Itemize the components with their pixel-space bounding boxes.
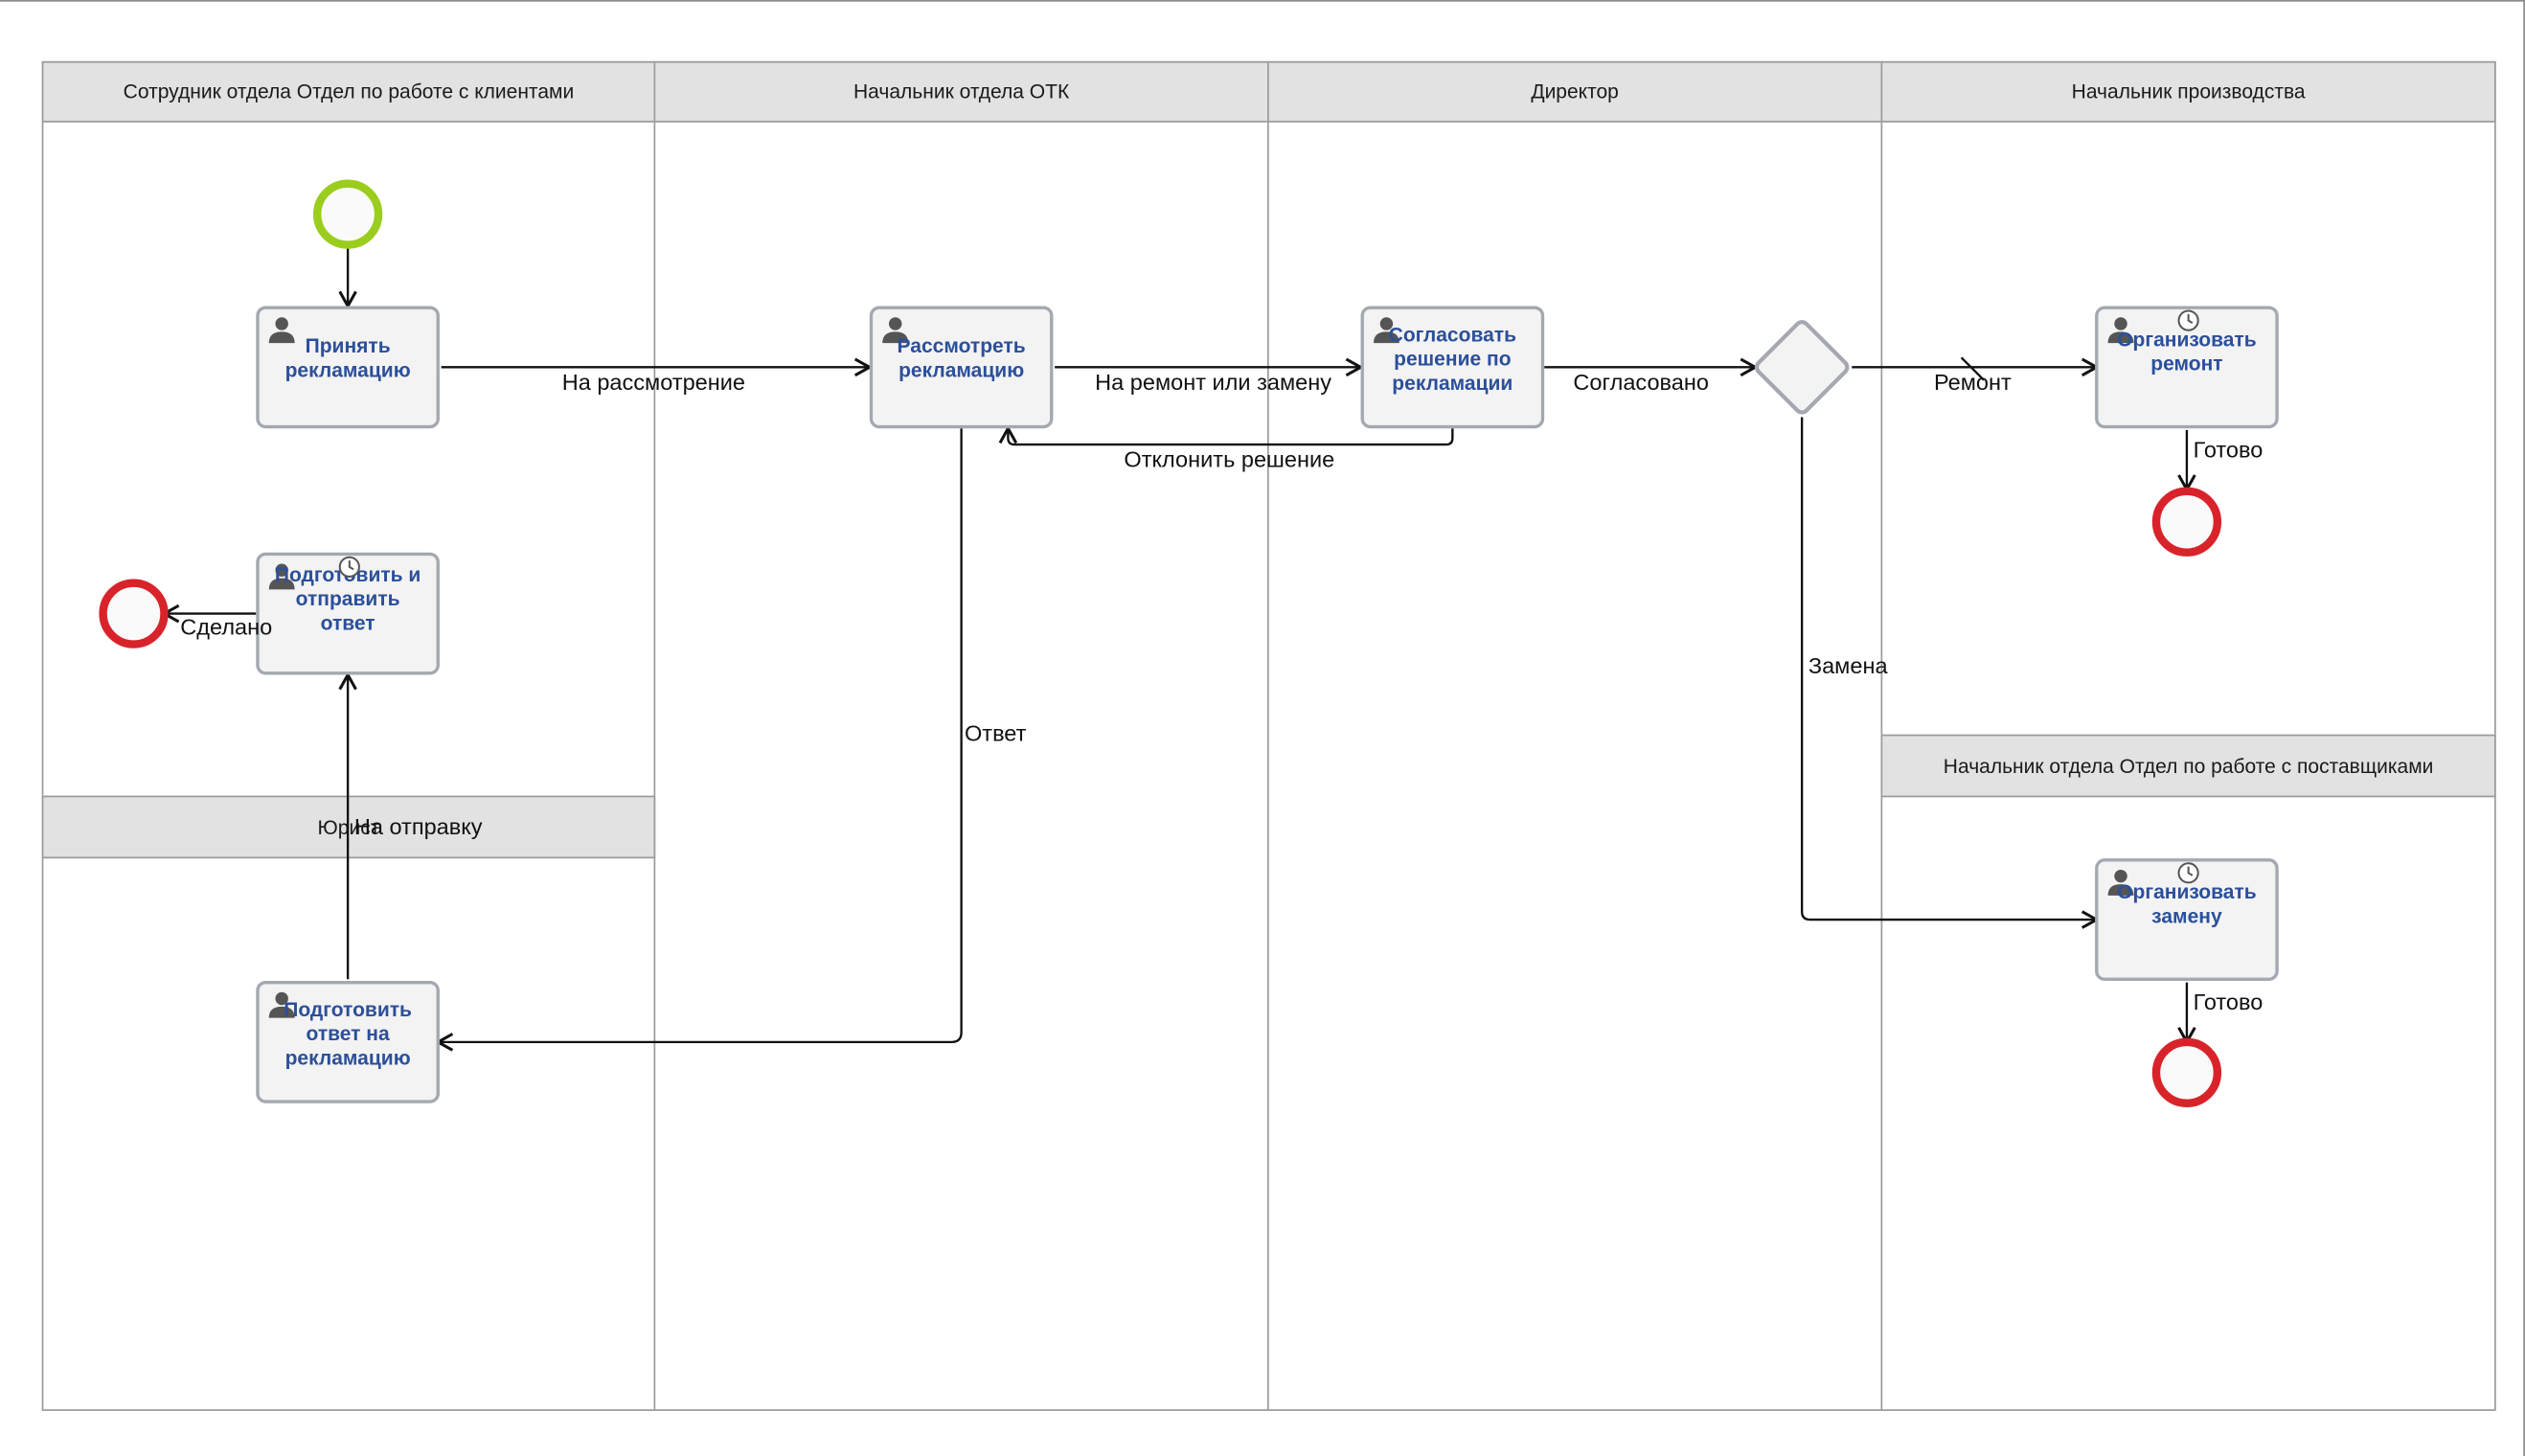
timer-icon xyxy=(2177,862,2199,884)
lane-header-suppliers-head: Начальник отдела Отдел по работе с поста… xyxy=(1880,734,2496,798)
task-label: Принять рекламацию xyxy=(284,334,411,382)
flow-label-replacement: Замена xyxy=(1808,651,1888,678)
user-icon xyxy=(2107,869,2134,896)
task-label: Подготовить ответ на рекламацию xyxy=(284,997,412,1069)
lane-title: Начальник отдела ОТК xyxy=(853,80,1070,103)
task-organize-replacement[interactable]: Организовать замену xyxy=(2095,858,2279,981)
flow-label-done-repair: Готово xyxy=(2193,436,2263,463)
task-organize-repair[interactable]: Организовать ремонт xyxy=(2095,306,2279,429)
task-accept-claim[interactable]: Принять рекламацию xyxy=(256,306,440,429)
task-label: Рассмотреть рекламацию xyxy=(897,334,1026,382)
timer-icon xyxy=(338,556,360,578)
flow-review-to-prepare[interactable] xyxy=(435,428,963,1052)
task-review-claim[interactable]: Рассмотреть рекламацию xyxy=(869,306,1054,429)
user-icon xyxy=(2107,317,2134,344)
timer-icon xyxy=(2177,309,2199,331)
task-label: Согласовать решение по рекламации xyxy=(1388,323,1517,395)
task-agree-decision[interactable]: Согласовать решение по рекламации xyxy=(1360,306,1545,429)
lane-divider xyxy=(653,60,656,1411)
flow-label-reject-decision: Отклонить решение xyxy=(1124,445,1335,472)
flow-label-agreed: Согласовано xyxy=(1573,369,1709,395)
task-prepare-send-answer[interactable]: Подготовить и отправить ответ xyxy=(256,552,440,675)
lane-title: Директор xyxy=(1531,80,1619,103)
exclusive-gateway[interactable] xyxy=(1754,319,1850,415)
flow-label-to-review: На рассмотрение xyxy=(561,369,746,395)
flow-label-done: Сделано xyxy=(180,613,273,640)
user-icon xyxy=(268,563,295,590)
flow-gateway-to-replacement[interactable] xyxy=(1800,417,2100,929)
user-icon xyxy=(268,317,295,344)
flow-label-answer: Ответ xyxy=(964,719,1027,746)
user-icon xyxy=(1373,317,1399,344)
lane-header-otk-head: Начальник отдела ОТК xyxy=(653,60,1269,123)
lane-header-clients-employee: Сотрудник отдела Отдел по работе с клиен… xyxy=(41,60,656,123)
start-event[interactable] xyxy=(312,179,383,249)
lane-header-director: Директор xyxy=(1267,60,1883,123)
lane-header-production-head: Начальник производства xyxy=(1880,60,2496,123)
flow-reject-decision[interactable] xyxy=(998,425,1454,446)
end-event-send[interactable] xyxy=(99,579,169,648)
lane-divider xyxy=(1267,60,1269,1411)
lane-title: Начальник производства xyxy=(2071,80,2306,103)
flow-default-marker xyxy=(1960,356,1985,381)
end-event-replacement[interactable] xyxy=(2151,1037,2222,1107)
task-label: Организовать замену xyxy=(2117,880,2257,928)
flow-label-to-send: На отправку xyxy=(353,813,483,840)
task-prepare-answer-claim[interactable]: Подготовить ответ на рекламацию xyxy=(256,980,440,1103)
flow-label-done-replace: Готово xyxy=(2193,989,2263,1015)
end-event-repair[interactable] xyxy=(2151,487,2222,557)
task-label: Организовать ремонт xyxy=(2117,329,2257,375)
flow-label-to-repair-or-replace: На ремонт или замену xyxy=(1095,369,1332,395)
user-icon xyxy=(882,317,909,344)
flow-label-repair: Ремонт xyxy=(1934,369,2012,395)
lane-title: Сотрудник отдела Отдел по работе с клиен… xyxy=(123,80,575,103)
lane-title: Начальник отдела Отдел по работе с поста… xyxy=(1943,754,2434,778)
user-icon xyxy=(268,991,295,1018)
